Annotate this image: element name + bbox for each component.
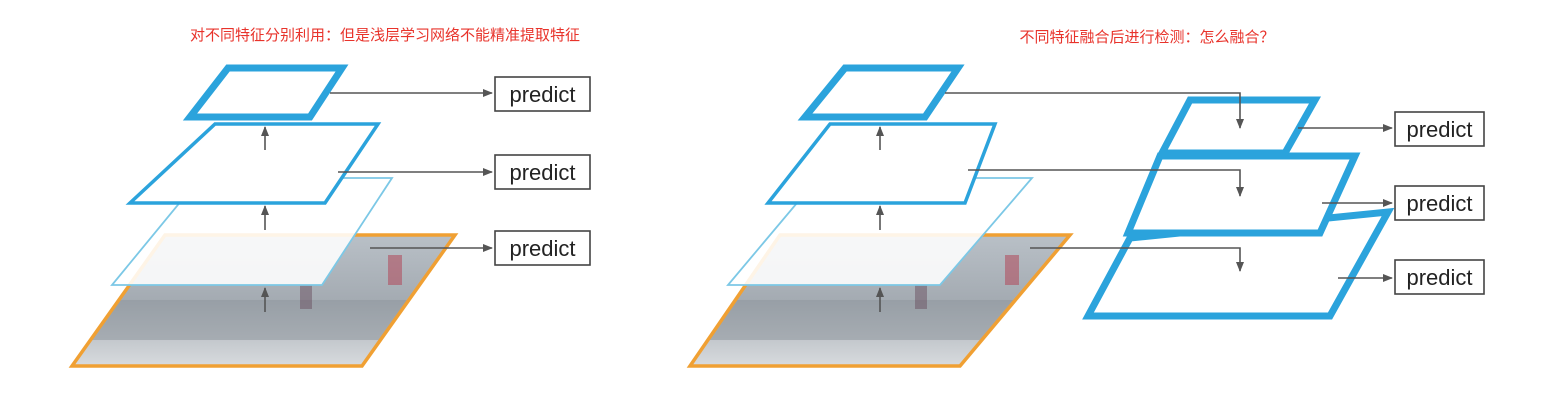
left-predict-label-3: predict (509, 236, 575, 261)
right-predict-label-1: predict (1406, 117, 1472, 142)
fused-layer-top (1156, 96, 1322, 157)
left-predict-box-2: predict (494, 154, 591, 190)
left-predict-label-2: predict (509, 160, 575, 185)
lateral-connection-2 (968, 169, 1244, 197)
right-predict-label-3: predict (1406, 265, 1472, 290)
lateral-connection-3 (1030, 247, 1244, 272)
left-predict-label-1: predict (509, 82, 575, 107)
lateral-connection-1 (945, 92, 1244, 129)
left-image-person (388, 255, 402, 285)
left-diagram: 对不同特征分别利用：但是浅层学习网络不能精准提取特征 predict (68, 26, 591, 368)
right-feature-layer-top (797, 64, 965, 121)
left-predict-box-3: predict (494, 230, 591, 266)
left-image-person (300, 285, 312, 309)
fused-layer-middle (1122, 152, 1361, 237)
right-feature-layer-middle (764, 122, 998, 205)
right-predict-label-2: predict (1406, 191, 1472, 216)
left-predict-box-1: predict (494, 76, 591, 112)
right-diagram: 不同特征融合后进行检测：怎么融合？ pr (686, 28, 1485, 368)
right-predict-box-1: predict (1394, 111, 1485, 147)
right-predict-box-2: predict (1394, 185, 1485, 221)
left-feature-layer-top (182, 64, 349, 121)
left-title: 对不同特征分别利用：但是浅层学习网络不能精准提取特征 (190, 26, 580, 44)
right-image-person (1005, 255, 1019, 285)
right-predict-box-3: predict (1394, 259, 1485, 295)
right-title: 不同特征融合后进行检测：怎么融合？ (1019, 28, 1274, 46)
right-image-person (915, 285, 927, 309)
left-feature-layer-middle (125, 122, 382, 205)
